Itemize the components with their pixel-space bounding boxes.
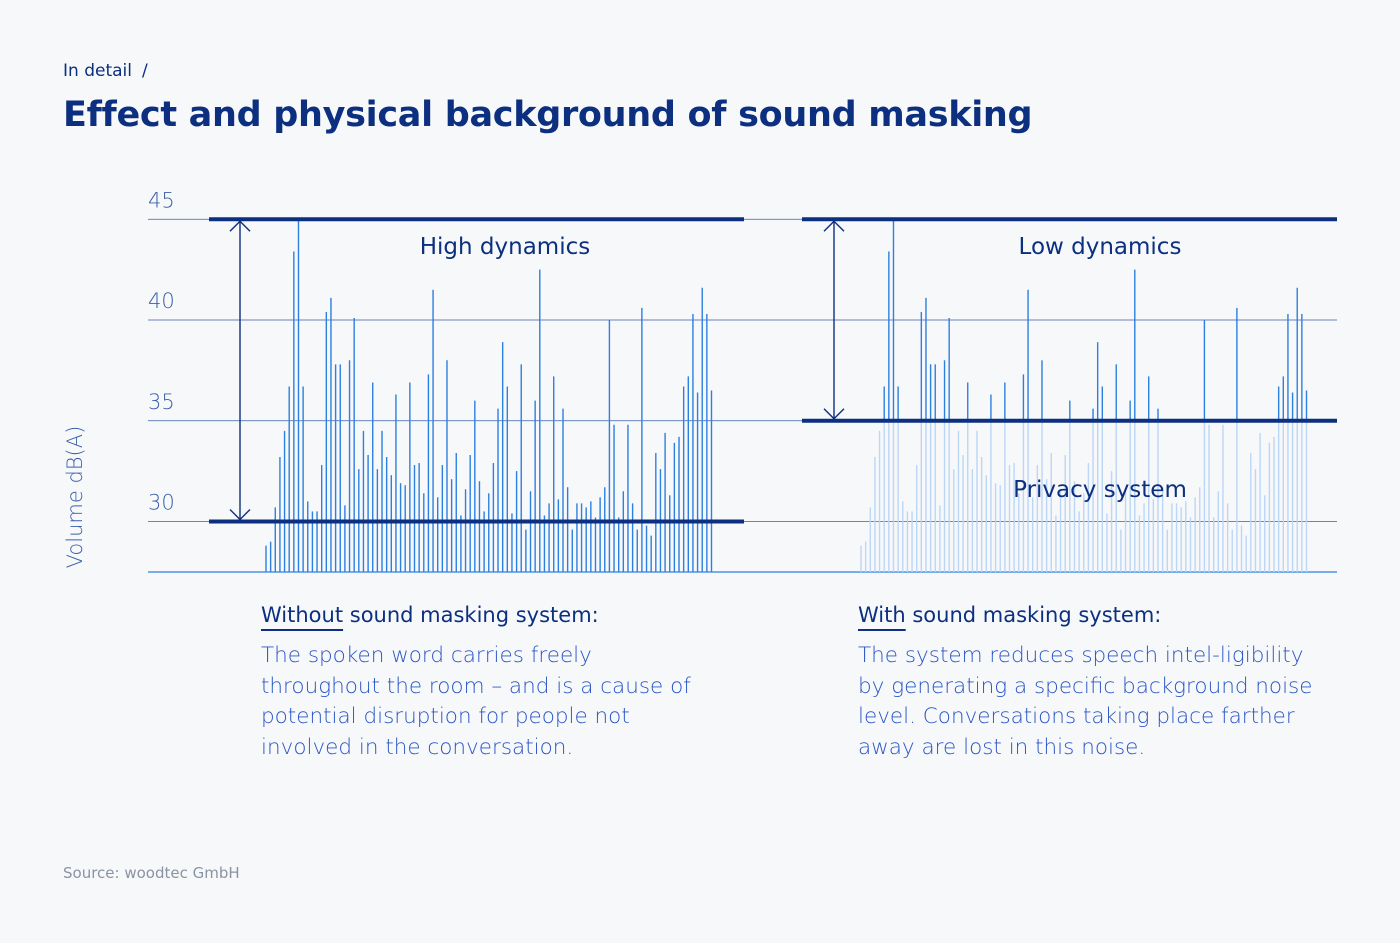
y-axis-label: Volume dB(A) (63, 426, 87, 569)
y-tick-label-45: 45 (148, 188, 175, 212)
with-body: The system reduces speech intel-ligibili… (858, 643, 1313, 760)
high-dynamics-arrow-head-bottom (229, 509, 251, 521)
without-heading-rest: sound masking system: (343, 603, 599, 627)
high-dynamics-arrow-head-top (229, 220, 251, 232)
low-dynamics-arrow-head-top (823, 220, 845, 232)
with-heading-highlight: With (858, 603, 906, 627)
breadcrumb-separator: / (141, 61, 148, 81)
with-heading-rest: sound masking system: (905, 603, 1162, 627)
without-heading-highlight: Without (261, 603, 344, 627)
without-description: Without sound masking system: The spoken… (261, 603, 781, 763)
source-note: Source: woodtec GmbH (63, 864, 240, 882)
page-title: Effect and physical background of sound … (63, 95, 1033, 135)
breadcrumb: In detail / (63, 61, 148, 81)
y-tick-label-40: 40 (148, 289, 175, 313)
label-privacy-system: Privacy system (1013, 477, 1187, 503)
with-heading: With sound masking system: (858, 603, 1378, 627)
label-high-dynamics: High dynamics (420, 234, 590, 260)
without-body: The spoken word carries freely throughou… (261, 643, 691, 760)
breadcrumb-label: In detail (63, 61, 132, 81)
y-tick-label-30: 30 (148, 491, 175, 515)
y-tick-label-35: 35 (148, 390, 175, 414)
with-description: With sound masking system: The system re… (858, 603, 1378, 763)
low-dynamics-arrow-head-bottom (823, 408, 845, 420)
without-heading: Without sound masking system: (261, 603, 781, 627)
label-low-dynamics: Low dynamics (1019, 234, 1182, 260)
